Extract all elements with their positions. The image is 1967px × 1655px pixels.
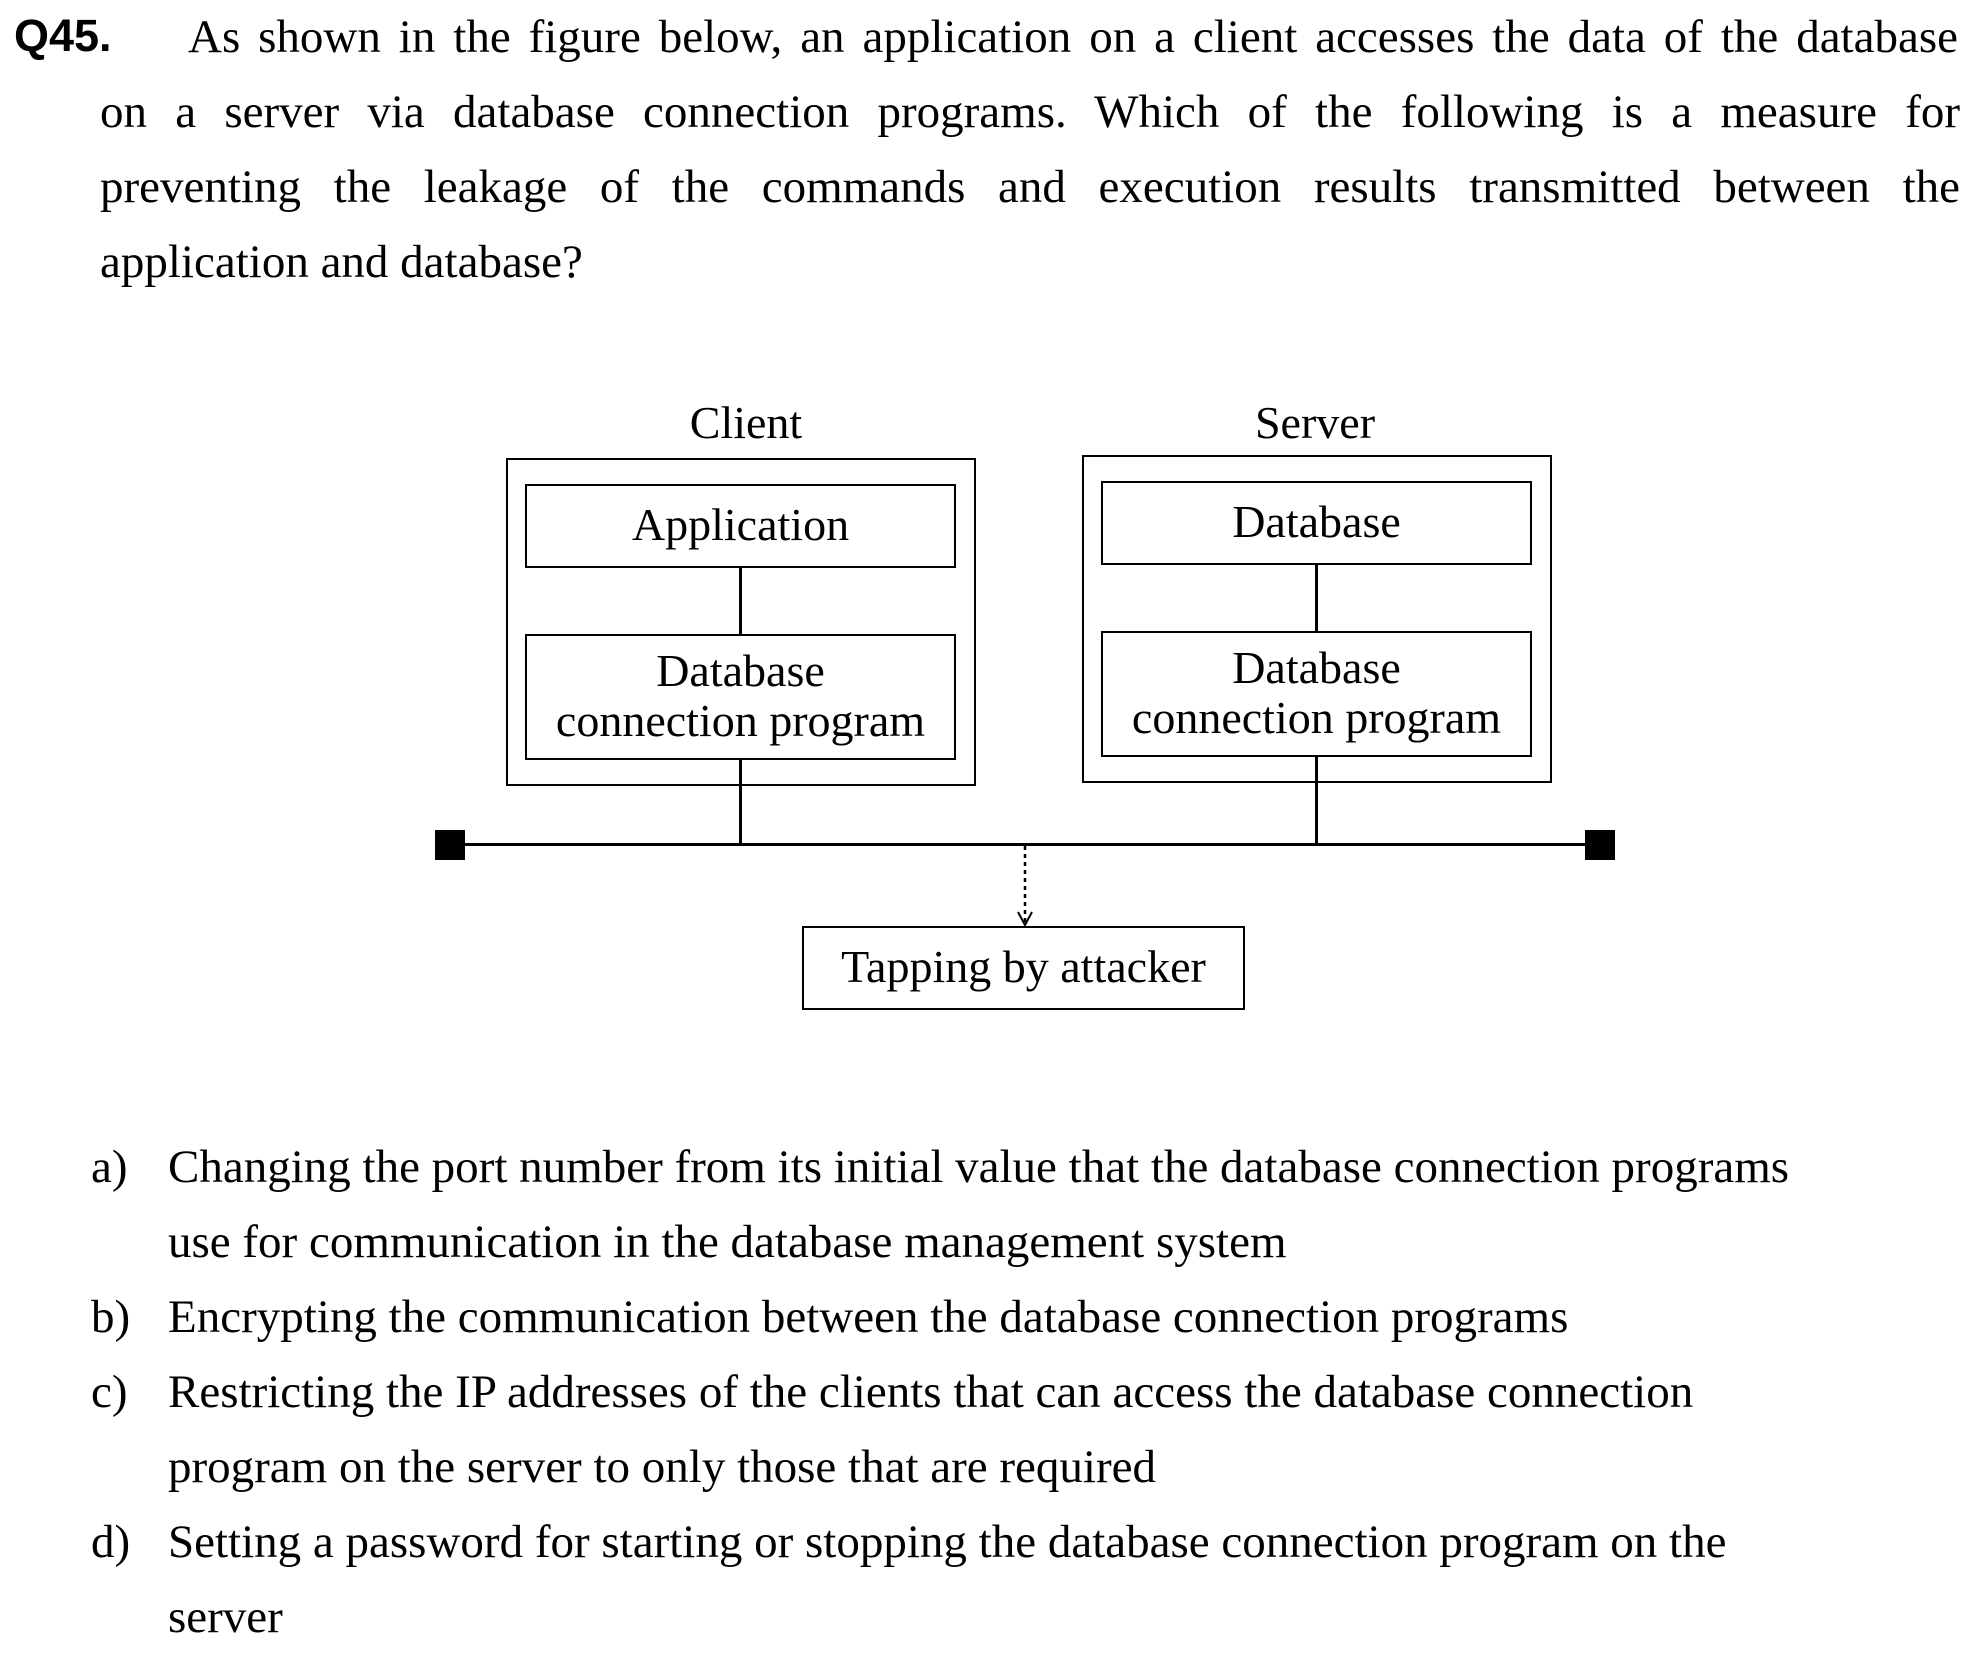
client-internal-connector xyxy=(739,568,742,634)
client-label: Client xyxy=(689,397,803,448)
question-text-line-4: application and database? xyxy=(100,236,583,288)
server-connection-program-label-line-2: connection program xyxy=(1131,692,1502,743)
server-database-box: Database xyxy=(1101,481,1532,565)
option-d-text-line-2: server xyxy=(168,1591,283,1643)
client-network-connector xyxy=(739,760,742,844)
server-label: Server xyxy=(1254,397,1376,448)
question-text-line-3: preventing the leakage of the commands a… xyxy=(100,161,1960,213)
network-right-terminator xyxy=(1585,830,1615,860)
option-a-text-line-2: use for communication in the database ma… xyxy=(168,1216,1287,1268)
option-a-letter: a) xyxy=(91,1141,128,1193)
option-c-text-line-2: program on the server to only those that… xyxy=(168,1441,1156,1493)
option-b-letter: b) xyxy=(91,1291,131,1343)
question-number: Q45. xyxy=(14,10,112,61)
option-b-text-line-1: Encrypting the communication between the… xyxy=(168,1291,1569,1343)
question-text-line-2: on a server via database connection prog… xyxy=(100,86,1960,138)
server-database-label: Database xyxy=(1232,496,1401,547)
client-application-box: Application xyxy=(525,484,956,568)
server-internal-connector xyxy=(1315,565,1318,631)
server-connection-program-label-line-1: Database xyxy=(1232,642,1401,693)
client-connection-program-label-line-2: connection program xyxy=(555,695,926,746)
server-network-connector xyxy=(1315,757,1318,844)
option-c-letter: c) xyxy=(91,1366,128,1418)
option-a: a) Changing the port number from its ini… xyxy=(91,1130,1951,1205)
option-b: b) Encrypting the communication between … xyxy=(91,1280,1951,1355)
network-line xyxy=(450,843,1600,846)
option-c: c) Restricting the IP addresses of the c… xyxy=(91,1355,1951,1430)
client-application-label: Application xyxy=(631,499,850,550)
tapping-box: Tapping by attacker xyxy=(802,926,1245,1010)
question-text-line-1: As shown in the figure below, an applica… xyxy=(188,11,1958,63)
tapping-label: Tapping by attacker xyxy=(841,941,1206,992)
option-d-text-line-1: Setting a password for starting or stopp… xyxy=(168,1516,1727,1568)
server-connection-program-box: Database connection program xyxy=(1101,631,1532,757)
client-connection-program-box: Database connection program xyxy=(525,634,956,760)
option-d: d) Setting a password for starting or st… xyxy=(91,1505,1951,1580)
option-d-letter: d) xyxy=(91,1516,131,1568)
tapping-arrow xyxy=(1017,846,1033,928)
client-connection-program-label-line-1: Database xyxy=(656,645,825,696)
option-c-text-line-1: Restricting the IP addresses of the clie… xyxy=(168,1366,1694,1418)
option-a-text-line-1: Changing the port number from its initia… xyxy=(168,1141,1790,1193)
